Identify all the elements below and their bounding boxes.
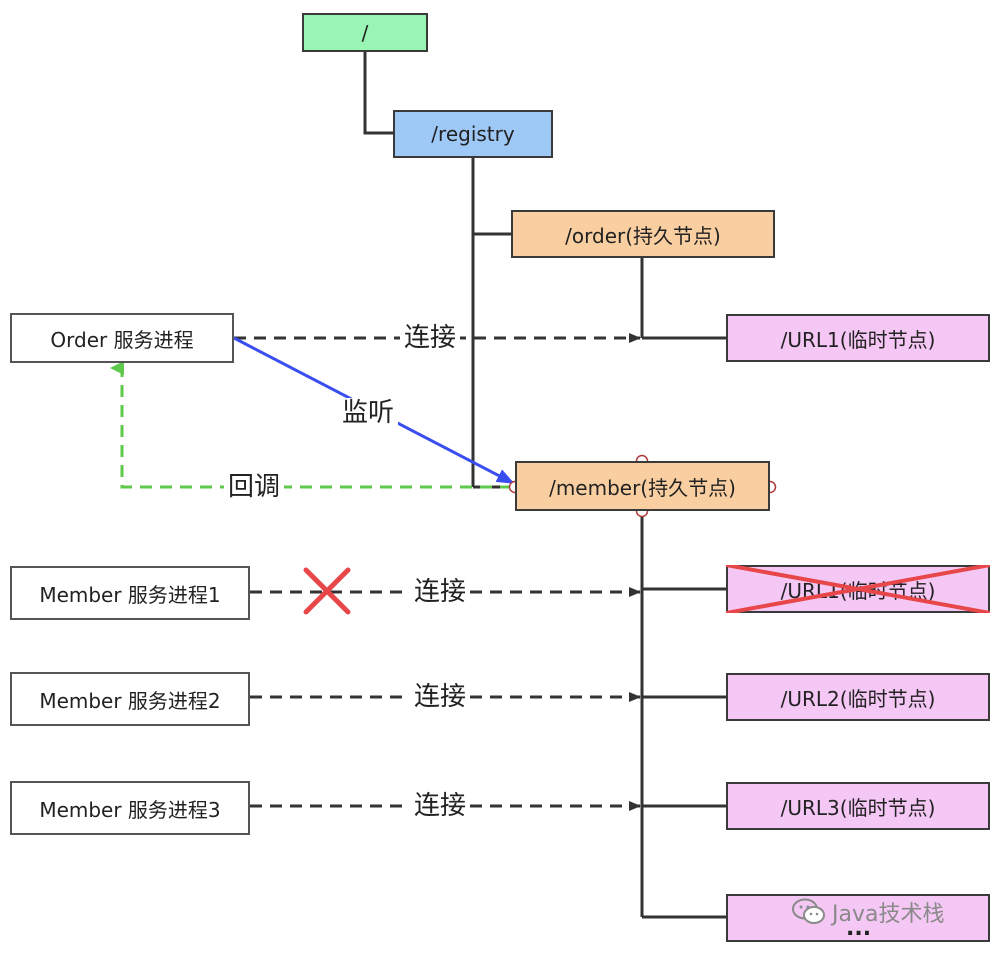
watermark: Java技术栈	[792, 896, 944, 928]
deleted-cross-icon	[726, 565, 990, 613]
member1-connect-label: 连接	[410, 577, 471, 607]
more-node[interactable]: ...	[726, 894, 990, 942]
member3-connect-label: 连接	[410, 791, 471, 821]
member2-connect-label: 连接	[410, 682, 471, 712]
member-node[interactable]: /member(持久节点)	[515, 461, 770, 511]
order-process-box[interactable]: Order 服务进程	[10, 313, 234, 363]
member-process-3-box[interactable]: Member 服务进程3	[10, 781, 250, 835]
listen-label: 监听	[338, 398, 399, 428]
order-url1-node[interactable]: /URL1(临时节点)	[726, 314, 990, 362]
order-node[interactable]: /order(持久节点)	[511, 210, 775, 258]
member-url3-node[interactable]: /URL3(临时节点)	[726, 782, 990, 830]
tree-lines	[363, 52, 726, 919]
member-url2-node[interactable]: /URL2(临时节点)	[726, 673, 990, 721]
more-label: ...	[846, 916, 872, 941]
member-process-2-box[interactable]: Member 服务进程2	[10, 672, 250, 726]
order-connect-label: 连接	[400, 323, 461, 353]
registry-node[interactable]: /registry	[393, 110, 553, 158]
root-node[interactable]: /	[302, 13, 428, 52]
member-process-1-box[interactable]: Member 服务进程1	[10, 566, 250, 620]
wechat-icon	[792, 898, 825, 924]
callback-arrow	[110, 361, 512, 489]
root-to-registry-line	[363, 52, 393, 135]
member-url1-node[interactable]: /URL1(临时节点)	[726, 565, 990, 613]
watermark-text: Java技术栈	[832, 902, 945, 927]
connect-arrows	[234, 333, 641, 811]
disconnect-cross-icon	[303, 567, 351, 615]
callback-label: 回调	[224, 472, 285, 502]
